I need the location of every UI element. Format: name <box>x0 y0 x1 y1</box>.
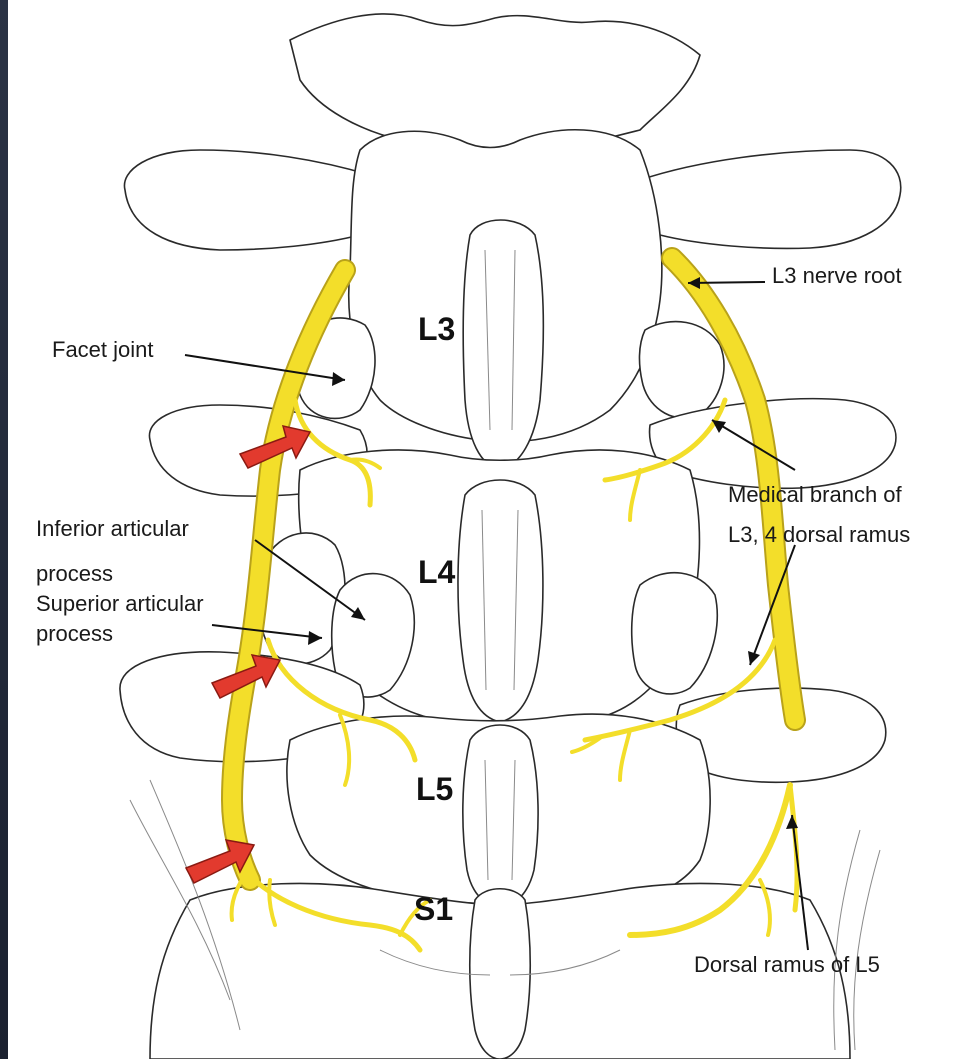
l3-right-inferior-facet <box>639 322 723 419</box>
l2-lamina <box>290 14 700 160</box>
vertebra-label-s1: S1 <box>414 891 453 927</box>
l5-spinous-process <box>463 725 538 908</box>
label-facet-joint: Facet joint <box>52 337 154 362</box>
label-inferior-articular-line2: process <box>36 561 113 586</box>
label-dorsal-ramus-l5: Dorsal ramus of L5 <box>694 952 880 977</box>
label-medial-branch-line1: Medical branch of <box>728 482 903 507</box>
label-l3-nerve-root: L3 nerve root <box>772 263 902 288</box>
vertebra-label-l5: L5 <box>416 771 453 807</box>
label-superior-articular-line2: process <box>36 621 113 646</box>
l4-right-articular-process <box>632 573 717 694</box>
label-superior-articular-line1: Superior articular <box>36 591 204 616</box>
label-inferior-articular-line1: Inferior articular <box>36 516 189 541</box>
l4-spinous-process <box>458 480 543 722</box>
s1-spinous-tubercle <box>470 889 531 1059</box>
label-medial-branch-line2: L3, 4 dorsal ramus <box>728 522 910 547</box>
vertebra-label-l3: L3 <box>418 311 455 347</box>
l3-left-transverse-process <box>124 150 375 250</box>
l3-spinous-process <box>463 220 543 470</box>
vertebra-label-l4: L4 <box>418 554 456 590</box>
l3-right-transverse-process <box>640 150 901 248</box>
